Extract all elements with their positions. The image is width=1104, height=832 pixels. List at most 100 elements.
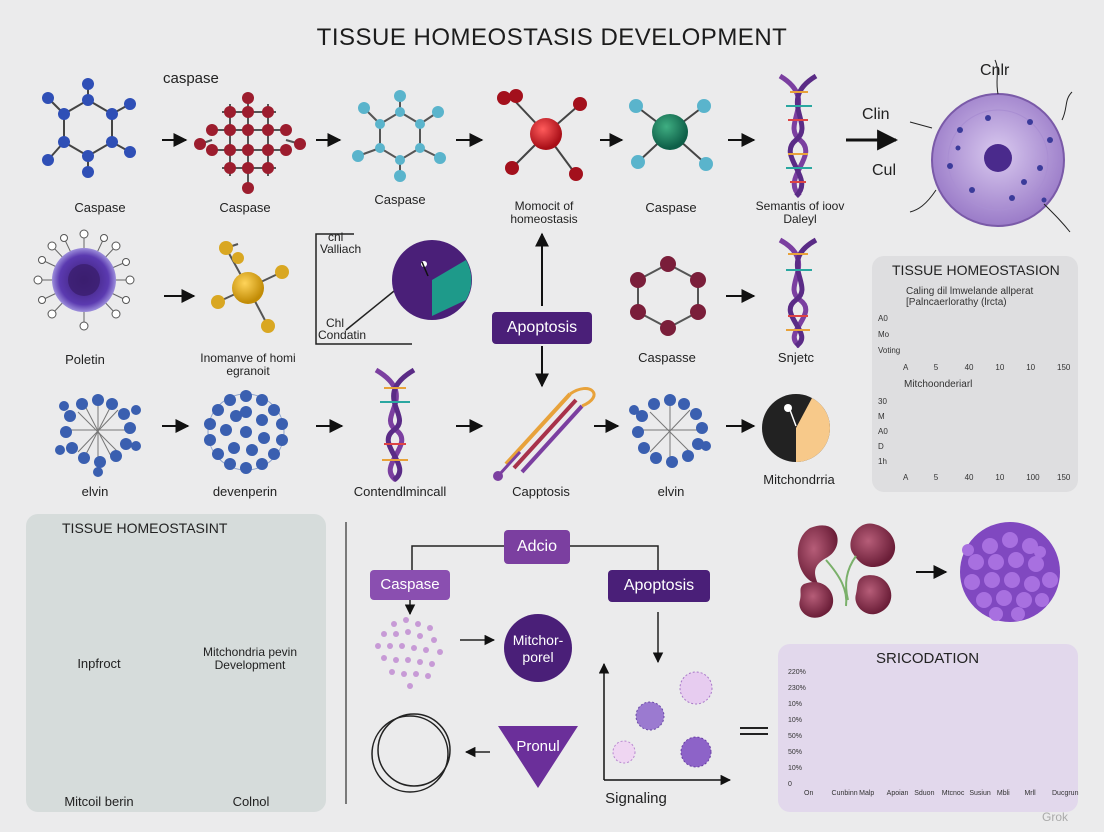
poletin-cell xyxy=(33,229,135,331)
molecule-gold xyxy=(211,241,289,333)
label-inpfroct: Inpfroct xyxy=(77,656,121,671)
label-semantis: Semantis of ioov Daleyl xyxy=(755,199,845,226)
label-poletin: Poletin xyxy=(65,352,105,367)
bar-category-label: Mo xyxy=(878,330,890,339)
bar-category-label: M xyxy=(878,412,885,421)
kidney-group xyxy=(797,523,896,618)
line-x-tick: Malp xyxy=(859,790,875,797)
label-caspase-2: Caspase xyxy=(219,200,271,215)
signaling-label: Signaling xyxy=(605,790,667,807)
bar-chart2-subtitle: Mitchoonderiarl xyxy=(904,379,973,390)
line-y-tick: 0 xyxy=(788,781,792,788)
mito-node-label: Mitchor-porel xyxy=(512,632,564,665)
bar-category-label: D xyxy=(878,442,884,451)
pronul-node-label: Pronul xyxy=(516,738,560,755)
bar-tick-label: A xyxy=(903,473,909,482)
line-x-tick: Mtcnoc xyxy=(941,790,965,797)
bar-category-label: A0 xyxy=(878,427,888,436)
label-elvin-2: elvin xyxy=(657,484,685,499)
bar-tick-label: 40 xyxy=(964,363,974,372)
dot-cloud xyxy=(375,617,443,689)
line-y-tick: 50% xyxy=(788,749,803,756)
line-x-tick: Apoian xyxy=(886,790,909,797)
line-x-tick: On xyxy=(804,790,814,797)
label-caspase-4: Caspase xyxy=(645,200,697,215)
bar-tick-label: 40 xyxy=(964,473,974,482)
line-x-tick: Sduon xyxy=(914,790,935,797)
line-x-tick: Susiun xyxy=(969,790,991,797)
line-chart-panel xyxy=(778,644,1078,812)
bar-tick-label: 5 xyxy=(933,473,939,482)
signaling-plot xyxy=(598,662,732,786)
cell-label-cnlr: Cnlr xyxy=(980,62,1010,79)
left-panel-title: TISSUE HOMEOSTASINT xyxy=(62,520,228,536)
line-y-tick: 230% xyxy=(788,685,806,692)
line-x-tick: Mbli xyxy=(996,790,1010,797)
bar-category-label: Voting xyxy=(878,346,901,355)
line-x-tick: Ducgrun xyxy=(1052,790,1079,797)
molecule-blue-hexagon xyxy=(42,78,136,178)
bar-category-label: 1h xyxy=(878,457,887,466)
label-mitchondria-pevin: Mitchondria pevin Development xyxy=(202,645,298,672)
callout-line3: Chl xyxy=(326,316,345,330)
bar-tick-label: 100 xyxy=(1026,473,1040,482)
label-snjetc: Snjetc xyxy=(777,350,815,365)
dna-helix-bottom xyxy=(374,367,416,483)
bar-tick-label: 150 xyxy=(1057,473,1071,482)
dna-helix-top xyxy=(778,73,818,198)
label-momocit: Momocit of homeostasis xyxy=(510,199,578,226)
watermark: Grok xyxy=(1042,810,1069,824)
molecule-cyan-hexagon xyxy=(352,90,446,182)
molecule-maroon-ring xyxy=(630,256,706,336)
bar-tick-label: 150 xyxy=(1057,363,1071,372)
capptosis-fibers xyxy=(493,387,596,481)
line-y-tick: 10% xyxy=(788,765,803,772)
cell-label-cul: Cul xyxy=(872,162,897,179)
callout-line4: Condatin xyxy=(318,328,367,342)
label-capptosis: Capptosis xyxy=(512,484,570,499)
bar-tick-label: A xyxy=(903,363,909,372)
label-caspasse: Caspasse xyxy=(638,350,696,365)
line-y-tick: 10% xyxy=(788,717,803,724)
network-devenperin xyxy=(204,390,288,474)
line-x-tick: Cunbinn xyxy=(831,790,858,797)
bar-panel-title: TISSUE HOMEOSTASION xyxy=(892,262,1060,278)
bar-chart1-subtitle-2: [Palncaerlorathy (lrcta) xyxy=(906,297,1007,308)
molecule-red-lattice xyxy=(194,92,306,194)
equals-sign xyxy=(740,727,768,735)
bar-tick-label: 5 xyxy=(933,363,939,372)
purple-cluster-sphere xyxy=(960,522,1060,622)
label-devenperin: devenperin xyxy=(212,484,278,499)
pie-icon-mitochondria xyxy=(762,394,830,462)
pronul-node-triangle xyxy=(498,726,578,788)
left-panel xyxy=(26,514,326,812)
bar-tick-label: 10 xyxy=(995,363,1005,372)
label-mitcoil: Mitcoil berin xyxy=(64,794,134,809)
molecule-green-sphere xyxy=(629,99,713,171)
line-x-tick: Mrll xyxy=(1024,790,1036,797)
network-elvin-right xyxy=(629,394,711,468)
page-title: TISSUE HOMEOSTASIS DEVELOPMENT xyxy=(316,24,788,51)
callout-line1: cnl xyxy=(328,230,344,244)
label-colnol: Colnol xyxy=(232,794,270,809)
cell-diagram xyxy=(909,59,1073,233)
apoptosis-pill: Apoptosis xyxy=(492,312,592,344)
mito-node-circle xyxy=(504,614,572,682)
ring-icon xyxy=(371,713,451,793)
bar-category-label: A0 xyxy=(878,314,888,323)
top-caspase-label: caspase xyxy=(163,70,219,87)
apoptosis-node: Apoptosis xyxy=(608,570,710,602)
label-caspase-1: Caspase xyxy=(74,200,126,215)
line-y-tick: 50% xyxy=(788,733,803,740)
dna-helix-mid xyxy=(778,237,818,349)
network-elvin-left xyxy=(55,394,141,477)
bar-chart-panel xyxy=(872,256,1078,492)
caspase-node: Caspase xyxy=(370,570,450,600)
line-y-tick: 10% xyxy=(788,701,803,708)
callout-box xyxy=(315,233,472,345)
bar-chart1-subtitle-1: Caling dil lmwelande allperat xyxy=(906,286,1034,297)
label-caspase-3: Caspase xyxy=(374,192,426,207)
label-inomanve: Inomanve of homi egranoit xyxy=(200,351,296,378)
flow-connectors xyxy=(404,545,664,758)
bar-category-label: 30 xyxy=(878,397,887,406)
